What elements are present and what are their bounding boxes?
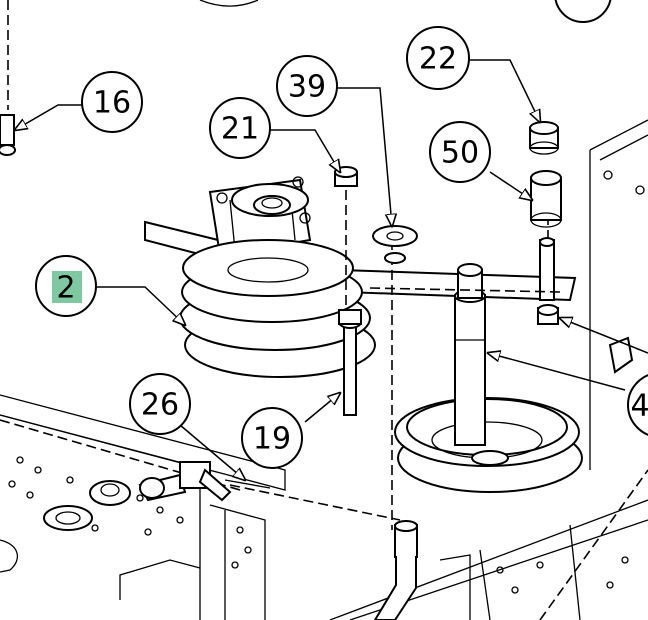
bolt-16	[0, 0, 16, 156]
washer-39	[372, 225, 418, 530]
callout-39: 39	[276, 55, 338, 117]
chassis-frame	[0, 394, 286, 620]
callout-50: 50	[429, 121, 491, 183]
leader-lines	[15, 59, 648, 480]
callout-16: 16	[81, 71, 143, 133]
partial-circles-top	[199, 0, 612, 23]
callout-39-label: 39	[288, 70, 326, 105]
spacer-50	[530, 170, 562, 228]
callout-21-label: 21	[221, 112, 259, 147]
callout-26-label: 26	[141, 388, 179, 423]
callout-4-label: 4	[630, 389, 648, 424]
callout-19-label: 19	[253, 422, 291, 457]
callout-2: 2	[35, 255, 97, 317]
clutch-pulley-4	[394, 263, 583, 493]
callout-22-label: 22	[419, 42, 457, 77]
callout-4: 4	[627, 374, 648, 436]
bolt-pivot	[537, 237, 559, 325]
callout-16-label: 16	[93, 86, 131, 121]
callout-50-label: 50	[441, 136, 479, 171]
bolt-19	[338, 309, 362, 416]
frame-right	[329, 119, 648, 620]
callout-21: 21	[209, 97, 271, 159]
idler-pulley-2	[179, 239, 376, 378]
callout-22: 22	[406, 26, 470, 90]
callout-26: 26	[129, 373, 191, 435]
callout-19: 19	[241, 407, 303, 469]
callout-2-highlight	[52, 271, 82, 303]
center-line	[369, 287, 561, 293]
callout-2-label: 2	[56, 271, 75, 306]
rod-lower	[373, 520, 418, 620]
link-26	[138, 461, 401, 521]
